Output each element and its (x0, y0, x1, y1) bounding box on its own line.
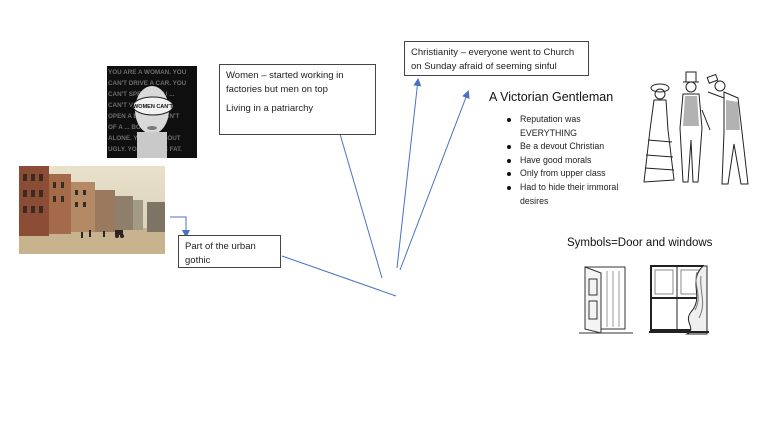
arrow-to-urban-gothic (281, 255, 397, 297)
trait-item: Have good morals (502, 154, 632, 168)
poster-badge-text: WOMEN CAN'T (133, 104, 173, 110)
victorian-gentleman-engraving (638, 70, 756, 190)
gentleman-title: A Victorian Gentleman (489, 90, 614, 104)
women-cant-poster-image: YOU ARE A WOMAN. YOU CAN'T DRIVE A CAR. … (107, 66, 197, 158)
trait-item: Be a devout Christian (502, 140, 632, 154)
women-box-line-1: Women – started working in factories but… (226, 70, 344, 95)
poster-line-6: OF A ... BOTTLE (108, 124, 157, 131)
women-patriarchy-box: Women – started working in factories but… (219, 64, 376, 135)
poster-line-1: YOU ARE A WOMAN. YOU (108, 69, 187, 76)
trait-item: Reputation was EVERYTHING (502, 113, 632, 140)
arrow-to-christianity (396, 78, 422, 269)
gentleman-traits-list: Reputation was EVERYTHING Be a devout Ch… (502, 113, 632, 208)
christianity-box: Christianity – everyone went to Church o… (404, 41, 589, 76)
trait-item: Only from upper class (502, 167, 632, 181)
christianity-box-text: Christianity – everyone went to Church o… (411, 47, 575, 72)
arrow-to-women (339, 133, 383, 279)
women-box-line-2: Living in a patriarchy (226, 103, 314, 114)
urban-gothic-box-text: Part of the urban gothic (185, 241, 256, 266)
trait-item: Had to hide their immoral desires (502, 181, 632, 208)
poster-line-2: CAN'T DRIVE A CAR. YOU (108, 80, 187, 87)
elbow-arrow-street-to-gothic (170, 216, 190, 238)
arrow-to-gentleman (399, 90, 470, 271)
window-with-curtain-sketch (647, 262, 710, 337)
urban-gothic-box: Part of the urban gothic (178, 235, 281, 268)
victorian-street-painting (19, 166, 165, 254)
symbols-title: Symbols=Door and windows (567, 237, 713, 249)
open-door-sketch (579, 263, 633, 335)
